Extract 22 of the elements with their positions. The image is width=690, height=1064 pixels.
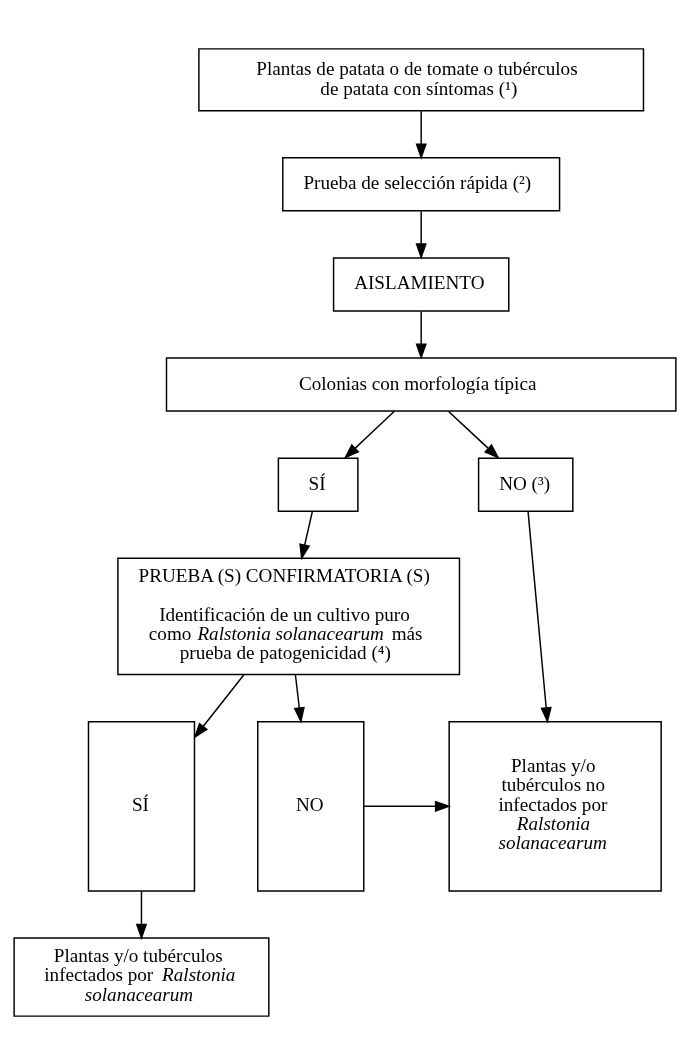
node-box: AISLAMIENTO	[332, 256, 510, 312]
arrow	[299, 510, 314, 560]
arrow	[135, 890, 148, 940]
node-box: Plantas y/o tubérculos no infectados por Ralstonia solanacearum	[448, 720, 662, 892]
node-box: Colonias con morfología típica	[165, 356, 677, 412]
node-box: SÍ	[277, 456, 359, 512]
node-box: NO	[257, 720, 365, 892]
node-box: NO (³)	[477, 456, 574, 512]
node-box: Prueba de selección rápida (²)	[282, 156, 561, 212]
arrow	[363, 800, 452, 812]
arrow	[193, 673, 245, 739]
arrow	[415, 210, 427, 259]
arrow	[447, 410, 500, 459]
node-box: PRUEBA (S) CONFIRMATORIA (S) Identificación de un cultivo puro como Ralstonia solanacearum más prueba de patogenicidad (⁴)	[117, 557, 461, 675]
arrow	[343, 410, 395, 459]
arrow	[415, 109, 427, 160]
arrow	[293, 673, 305, 723]
node-box: SÍ	[87, 720, 196, 892]
arrow	[415, 310, 427, 360]
node-box: Plantas de patata o de tomate o tubérculos de patata con síntomas (¹)	[198, 47, 645, 111]
arrow	[527, 510, 552, 723]
node-box: Plantas y/o tubérculos infectados por Ralstonia solanacearum	[13, 936, 270, 1017]
